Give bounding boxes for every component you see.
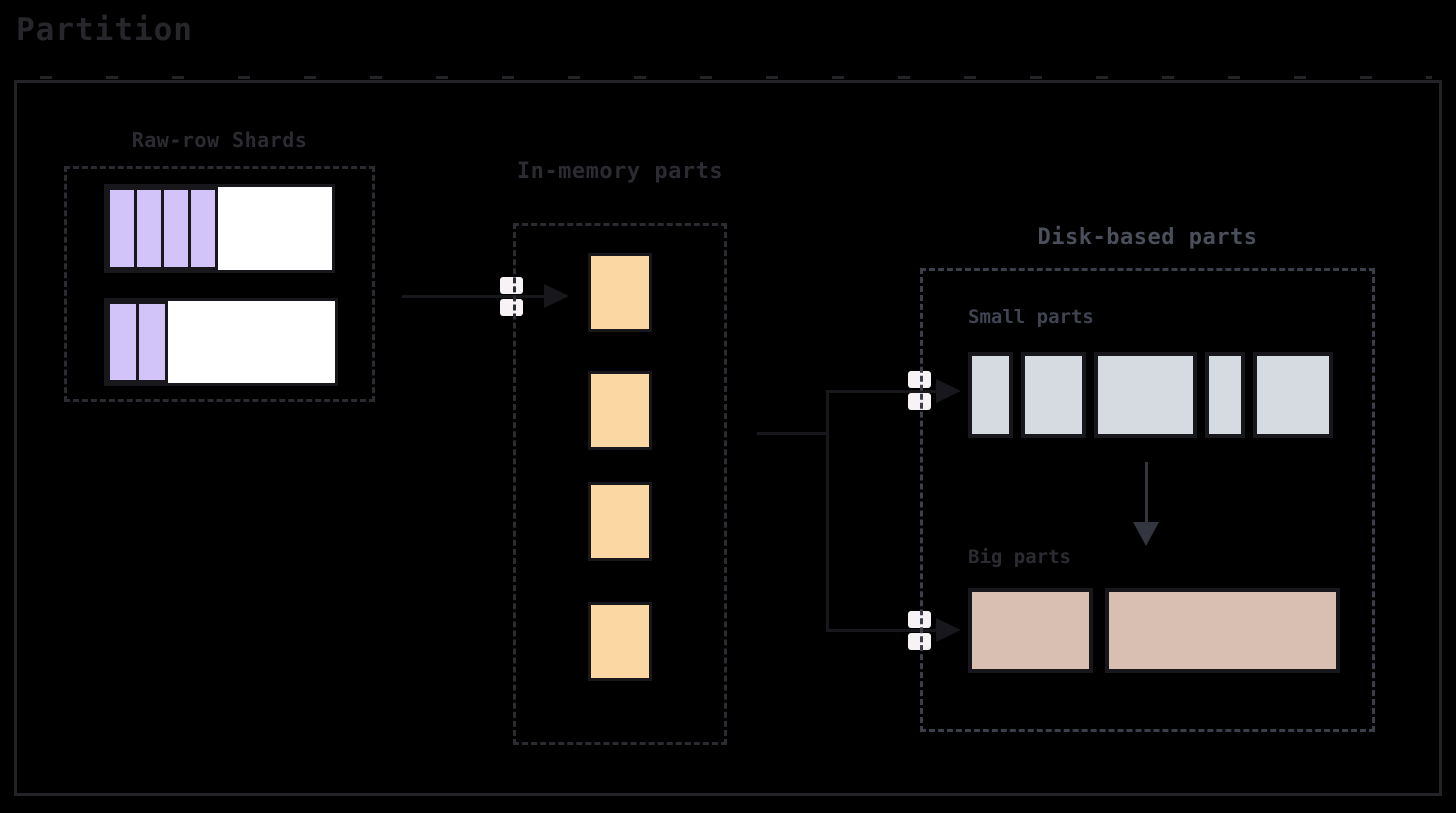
- small-parts-row: [968, 352, 1333, 438]
- part-block: [968, 352, 1013, 438]
- connector-square-top: [908, 611, 931, 628]
- in-memory-parts-stack: [588, 253, 652, 681]
- shard-filled-segment: [107, 187, 137, 270]
- in-memory-parts-container: [513, 223, 727, 745]
- part-block: [1253, 352, 1333, 438]
- branch-stub-line: [757, 432, 828, 435]
- connector-square-top: [500, 277, 523, 294]
- arrow-to-small-parts-line: [826, 390, 938, 393]
- raw-row-shards-label: Raw-row Shards: [131, 128, 308, 152]
- in-memory-part-block: [588, 253, 652, 332]
- raw-row-shards-container: [64, 166, 375, 402]
- small-parts-label: Small parts: [968, 306, 1094, 328]
- outer-frame-dash-ticks: [40, 76, 1432, 79]
- part-block: [1094, 352, 1197, 438]
- shard-filled-segment: [136, 301, 168, 383]
- arrow-to-big-parts-line: [826, 629, 938, 632]
- in-memory-part-block: [588, 602, 652, 681]
- connector-square-bottom: [908, 393, 931, 410]
- arrow-to-big-parts-head: [936, 618, 961, 642]
- arrow-small-to-big-head: [1133, 522, 1159, 546]
- connector-square-bottom: [908, 633, 931, 650]
- in-memory-parts-label: In-memory parts: [516, 159, 724, 184]
- shard-filled-segment: [161, 187, 191, 270]
- page-title: Partition: [16, 12, 193, 48]
- disk-based-parts-container: [920, 268, 1375, 732]
- big-parts-row: [968, 588, 1340, 673]
- in-memory-part-block: [588, 371, 652, 450]
- frame-crossing-connector-icon: [908, 611, 931, 650]
- part-block: [1021, 352, 1086, 438]
- outer-frame: [14, 80, 1442, 796]
- part-block: [968, 588, 1093, 673]
- part-block: [1105, 588, 1340, 673]
- arrow-shards-to-memory-line: [402, 295, 548, 298]
- shard-row-2: [104, 298, 338, 386]
- part-block: [1205, 352, 1245, 438]
- disk-based-parts-label: Disk-based parts: [1037, 225, 1258, 250]
- arrow-to-small-parts-head: [936, 379, 961, 403]
- shard-filled-segment: [134, 187, 164, 270]
- in-memory-part-block: [588, 482, 652, 561]
- connector-square-bottom: [500, 299, 523, 316]
- connector-square-top: [908, 371, 931, 388]
- branch-vertical-line: [826, 390, 829, 632]
- shard-filled-segment: [107, 301, 139, 383]
- big-parts-label: Big parts: [968, 546, 1071, 568]
- arrow-shards-to-memory-head: [544, 284, 569, 308]
- frame-crossing-connector-icon: [908, 371, 931, 410]
- shard-row-1: [104, 184, 335, 273]
- frame-crossing-connector-icon: [500, 277, 523, 316]
- shard-filled-segment: [188, 187, 218, 270]
- arrow-small-to-big-line: [1145, 462, 1148, 524]
